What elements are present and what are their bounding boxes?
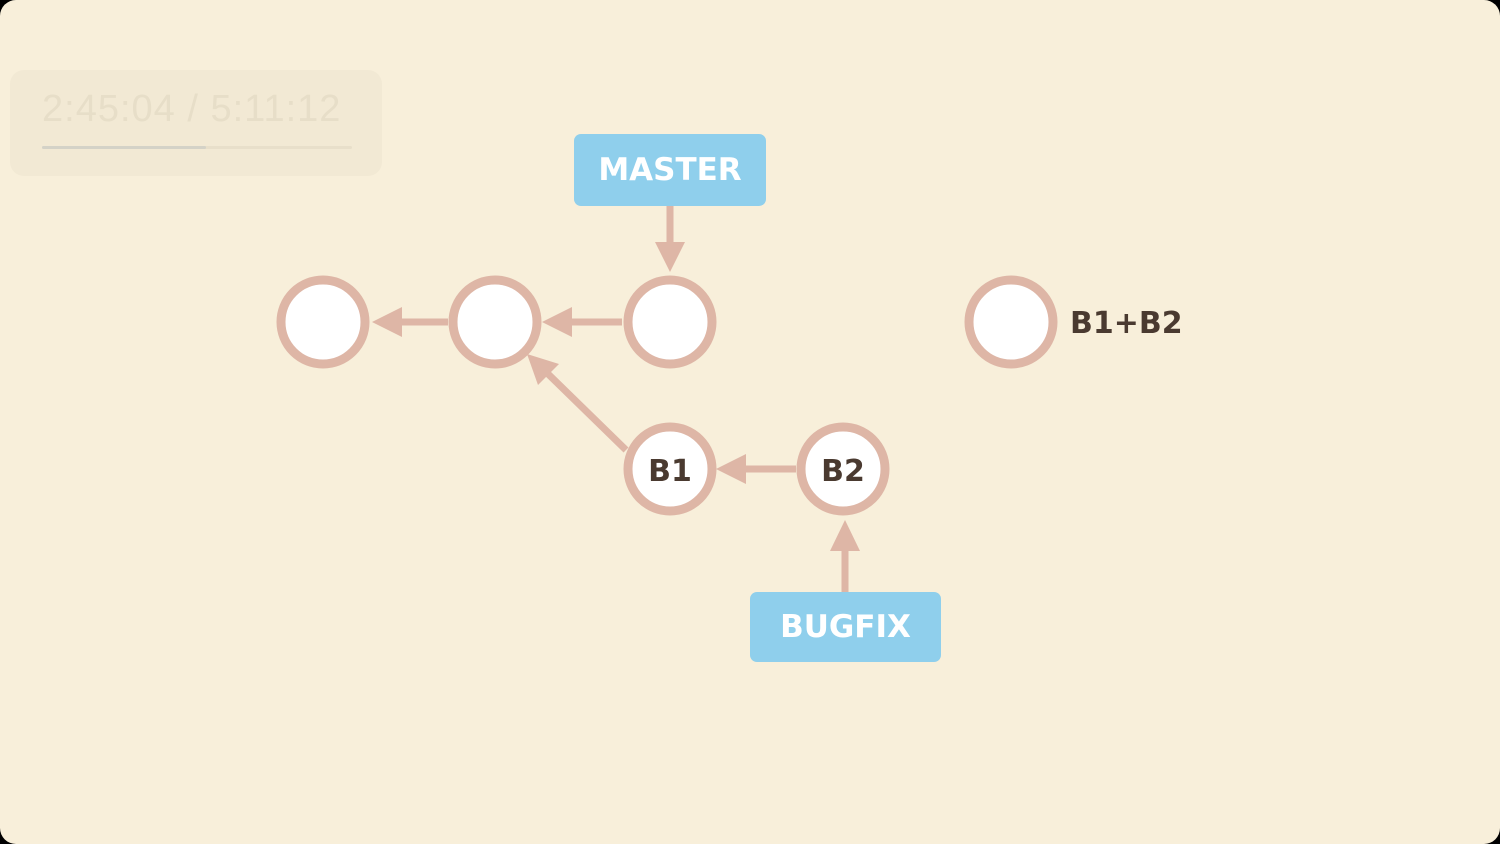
commit-label-b1: B1 [648,454,692,489]
arrow-b2-to-b1 [716,454,796,484]
commit-node [276,275,370,369]
commit-node-b1 [623,422,717,516]
commit-node-b2 [796,422,890,516]
branch-label-bugfix: BUGFIX [750,592,941,662]
arrow-b1-to-c2 [527,354,629,453]
arrow-c3-to-c2 [542,307,622,337]
commit-label-merge: B1+B2 [1070,306,1183,341]
commit-node [448,275,542,369]
playback-progress-track [42,146,352,149]
playback-time-overlay: 2:45:04 / 5:11:12 [10,70,382,176]
commit-node-merge [964,275,1058,369]
commit-node-master-head [623,275,717,369]
arrow-c2-to-c1 [372,307,448,337]
commit-label-b2: B2 [821,454,865,489]
playback-time: 2:45:04 / 5:11:12 [42,88,342,130]
branch-label-master: MASTER [574,134,766,206]
arrow-bugfix-to-b2 [830,520,860,592]
arrow-master-to-c3 [655,206,685,272]
playback-progress-fill [42,146,207,149]
